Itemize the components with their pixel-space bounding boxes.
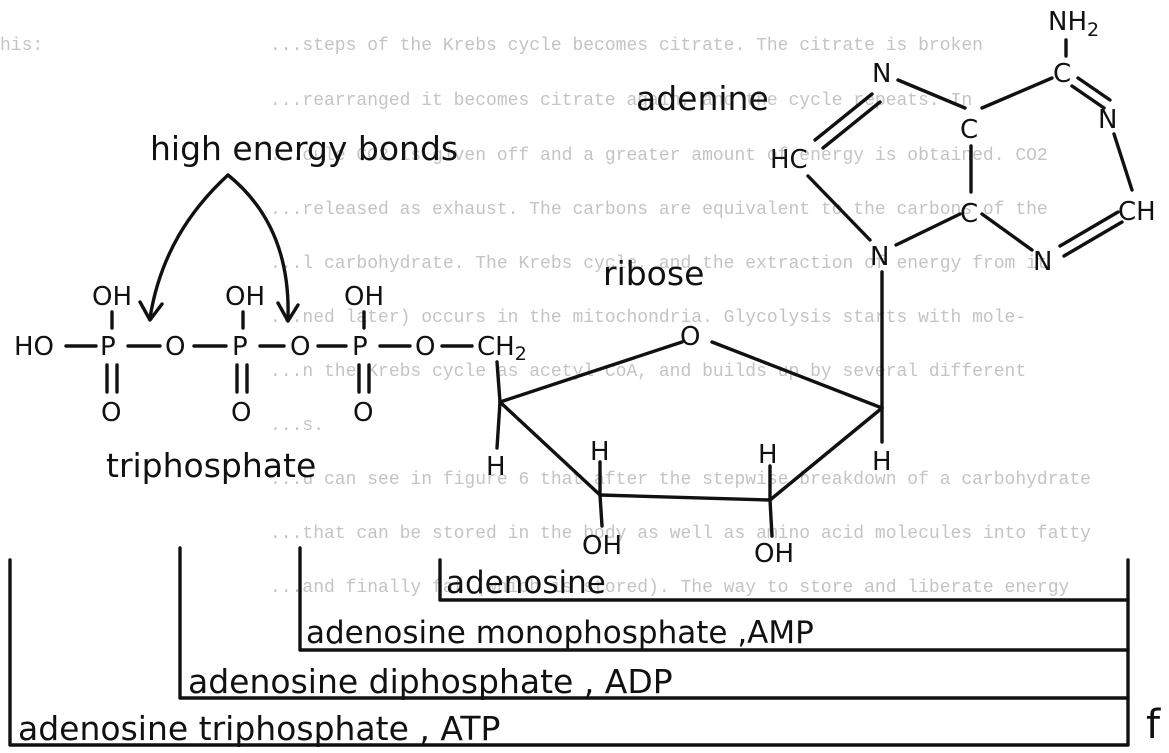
background-line: ...steps of the Krebs cycle becomes citr… [270, 36, 983, 56]
amino-group: NH2 [1048, 7, 1099, 41]
phosphorus-3: P [352, 332, 368, 362]
adp-label: adenosine diphosphate , ADP [188, 662, 673, 701]
background-text: his: ...steps of the Krebs cycle becomes… [0, 36, 1091, 598]
bond-n1-c2 [1112, 132, 1134, 192]
bond-n3-c2-a [1058, 210, 1120, 248]
carbon-c6: C [1053, 59, 1071, 89]
bond-ch2-c4 [495, 360, 502, 404]
amp-label: adenosine monophosphate ,AMP [306, 615, 814, 651]
page-edge-letter: f [1146, 702, 1161, 748]
hydrogen-c2: H [758, 440, 778, 470]
bond-c2-c1 [768, 406, 884, 502]
phosphorus-1: P [100, 332, 116, 362]
adp-bracket [178, 546, 1130, 700]
bond-c4-h [495, 400, 502, 450]
bond-c6-n1-a [1076, 76, 1112, 102]
background-line: ...rearranged it becomes citrate again, … [270, 91, 972, 111]
bond-c8-n7-a [813, 92, 874, 142]
nesting-brackets [8, 546, 1130, 747]
bond-c2-oh [768, 498, 774, 538]
bond-c4-ring-o [498, 340, 684, 404]
background-line: his: [0, 36, 43, 56]
triphosphate-group: OH OH OH HO P O P O P O CH2 O O O [14, 282, 527, 428]
bond-ring-o-c1 [710, 340, 884, 410]
bridge-oxygen-1: O [165, 332, 185, 362]
bond-c3-c2 [598, 493, 772, 502]
ch2-subscript: 2 [515, 343, 527, 365]
oxo-oxygen-2: O [231, 398, 251, 428]
bond-c4-c3 [498, 400, 602, 497]
bond-c4-n3 [980, 212, 1034, 252]
ribose-ring: O H H H H OH OH [486, 270, 892, 569]
oxo-oxygen-1: O [101, 398, 121, 428]
amp-bracket [298, 546, 1130, 652]
ch2-group: CH2 [477, 332, 527, 365]
bond-n3-c2-b [1062, 220, 1124, 258]
background-line: ...l carbohydrate. The Krebs cycle, and … [270, 254, 1048, 274]
ch2-text: CH [477, 332, 515, 362]
oh-on-p2: OH [225, 282, 265, 312]
background-line: ...and finally fat (which is stored). Th… [270, 578, 1070, 598]
high-energy-bond-arrows [138, 173, 300, 323]
nh2-subscript: 2 [1087, 19, 1099, 41]
carbon-c5: C [960, 115, 978, 145]
arrow-head-1 [138, 300, 164, 322]
hydrogen-c3: H [590, 437, 610, 467]
bridge-oxygen-2: O [290, 332, 310, 362]
triphosphate-label: triphosphate [106, 446, 316, 485]
nitrogen-n1: N [1098, 105, 1117, 135]
ester-oxygen: O [415, 332, 435, 362]
bond-c6-n1-b [1070, 84, 1106, 110]
hydroxyl-c3: OH [582, 531, 622, 561]
nitrogen-n3: N [1033, 247, 1052, 277]
adenosine-bracket [438, 558, 1130, 602]
arrow-head-2 [276, 301, 300, 323]
adenosine-label: adenosine [446, 565, 606, 601]
ribose-label: ribose [603, 254, 704, 293]
ho-group: HO [14, 332, 54, 362]
nitrogen-n9: N [870, 242, 889, 272]
ring-oxygen: O [680, 322, 700, 352]
background-line: ...cule CO2 is given off and a greater a… [270, 146, 1048, 166]
carbon-c4: C [960, 199, 978, 229]
nitrogen-n7: N [872, 59, 891, 89]
background-line: ...s. [270, 416, 324, 436]
adenine-label: adenine [636, 79, 769, 118]
arrow-to-bond-1 [148, 173, 230, 320]
hydroxyl-c2: OH [754, 539, 794, 569]
background-line: ...u can see in figure 6 that after the … [270, 470, 1091, 490]
background-line: ...n the Krebs cycle as acetyl CoA, and … [270, 362, 1026, 382]
oxo-oxygen-3: O [353, 398, 373, 428]
bond-c8-n9 [806, 174, 872, 242]
bond-c3-oh [598, 493, 604, 528]
oh-on-p1: OH [92, 282, 132, 312]
atp-label: adenosine triphosphate , ATP [18, 709, 500, 748]
carbon-c8: HC [770, 145, 808, 175]
bond-n7-c5 [896, 78, 967, 110]
phosphorus-2: P [232, 332, 248, 362]
atp-bracket [8, 558, 1130, 747]
bond-c6-c5 [980, 76, 1054, 110]
hydrogen-c1: H [872, 447, 892, 477]
high-energy-bonds-label: high energy bonds [150, 129, 458, 168]
background-line: ...that can be stored in the body as wel… [270, 524, 1091, 544]
nh2-text: NH [1048, 7, 1087, 37]
bond-c8-n7-b [821, 100, 882, 150]
background-line: ...released as exhaust. The carbons are … [270, 200, 1048, 220]
carbon-c2: CH [1118, 197, 1156, 227]
bond-n9-c4 [894, 212, 962, 247]
hydrogen-c4: H [486, 452, 506, 482]
oh-on-p3: OH [344, 282, 384, 312]
background-line: ...ned later) occurs in the mitochondria… [270, 308, 1026, 328]
arrow-to-bond-2 [226, 173, 290, 320]
adenine-ring: NH2 C N N C HC C CH N N [770, 7, 1156, 277]
